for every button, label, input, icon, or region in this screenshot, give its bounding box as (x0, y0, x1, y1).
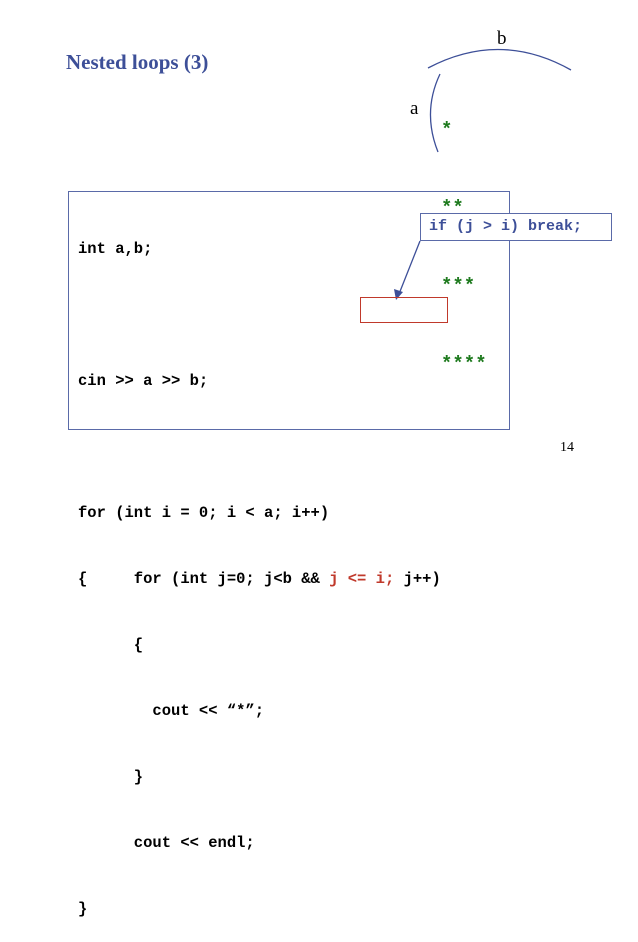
code-line-suffix: j++) (394, 570, 441, 588)
code-line: for (int i = 0; i < a; i++) (78, 504, 330, 522)
diagram-lines (394, 48, 572, 300)
star-row: *** (441, 275, 476, 297)
a-bracket (429, 73, 441, 153)
code-line (78, 436, 441, 458)
b-bracket (427, 48, 572, 71)
highlight-box (360, 297, 448, 323)
label-a: a (410, 98, 419, 119)
break-callout: if (j > i) break; (420, 213, 612, 241)
code-line: int a,b; (78, 240, 153, 258)
code-line: } (78, 900, 88, 918)
page-number: 14 (560, 440, 574, 455)
star-row: * (441, 119, 453, 141)
label-b: b (497, 28, 507, 49)
star-row: **** (441, 353, 487, 375)
code-line: cin >> a >> b; (78, 372, 209, 390)
highlighted-condition: j <= i; (329, 570, 395, 588)
arrow-line (398, 240, 421, 295)
slide-title: Nested loops (3) (66, 50, 209, 74)
code-line: } (78, 768, 144, 786)
code-line: cout << “*”; (78, 702, 265, 720)
code-box (68, 191, 510, 430)
code-line: cout << endl; (78, 834, 255, 852)
code-line: { for (int j=0; j<b && j <= i; j++) (78, 568, 441, 590)
code-line-prefix: { for (int j=0; j<b && (78, 570, 330, 588)
code-line: { (78, 636, 144, 654)
